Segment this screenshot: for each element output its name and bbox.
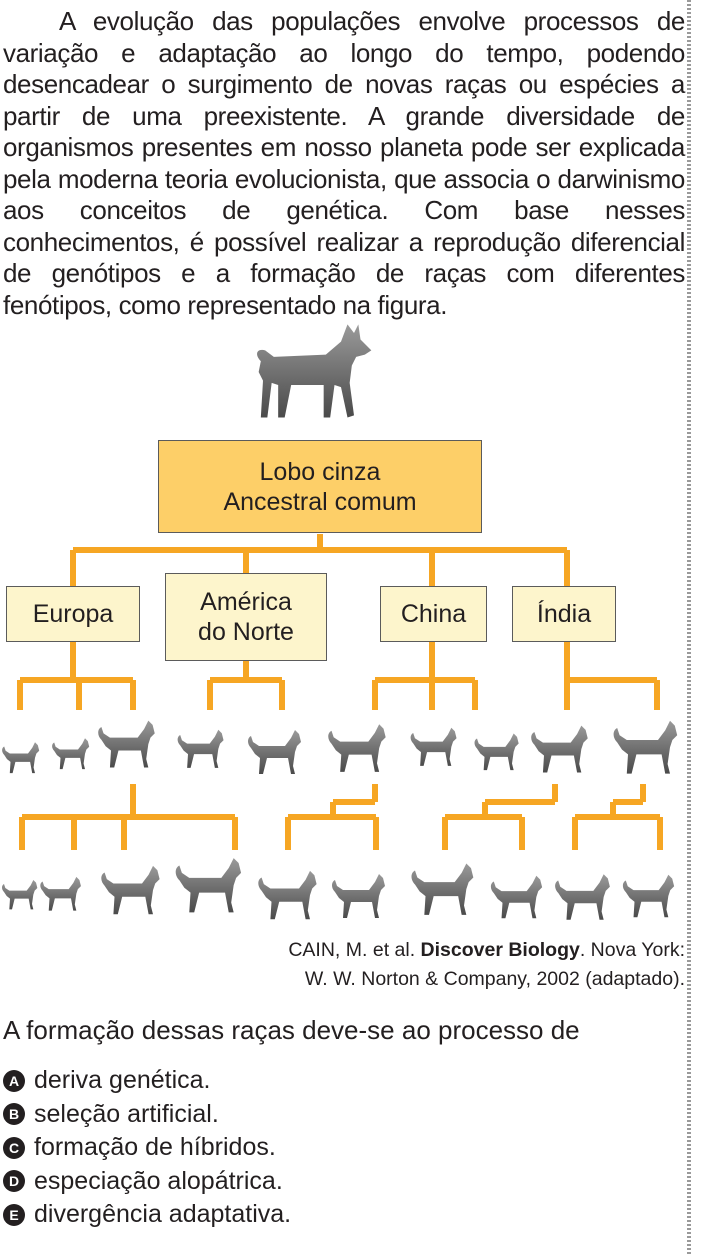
dog-breed-illustration-1 — [52, 738, 90, 770]
dog-breed-illustration-13 — [175, 858, 242, 913]
dog-breed-illustration-17 — [490, 875, 543, 919]
page-border-strip — [687, 0, 691, 1255]
dog-breed-illustration-6 — [410, 727, 457, 766]
dog-breed-illustration-15 — [332, 874, 385, 918]
option-text: seleção artificial. — [34, 1099, 219, 1128]
dog-breed-illustration-4 — [248, 730, 301, 774]
dog-breed-illustration-10 — [2, 880, 38, 910]
figure-source-citation: CAIN, M. et al. Discover Biology. Nova Y… — [85, 936, 685, 994]
source-authors: CAIN, M. et al. — [288, 939, 421, 961]
option-a[interactable]: A deriva genética. — [3, 1064, 291, 1098]
dog-breed-illustration-5 — [328, 724, 386, 772]
region-label: Índia — [536, 600, 592, 628]
option-text: formação de híbridos. — [34, 1133, 276, 1162]
dog-breed-illustration-14 — [258, 870, 317, 920]
option-letter-badge: E — [3, 1203, 25, 1226]
option-letter-badge: B — [3, 1103, 25, 1126]
dog-breed-tree-figure: Lobo cinza Ancestral comum Europa Améric… — [0, 310, 690, 930]
dog-breed-illustration-16 — [411, 863, 474, 915]
dog-breed-illustration-9 — [613, 720, 678, 774]
option-b[interactable]: B seleção artificial. — [3, 1098, 291, 1132]
dog-breed-illustration-0 — [2, 742, 40, 774]
option-letter-badge: A — [3, 1069, 25, 1092]
dog-breed-illustration-8 — [531, 725, 588, 773]
option-c[interactable]: C formação de híbridos. — [3, 1131, 291, 1165]
dog-breed-illustration-2 — [98, 720, 155, 768]
intro-paragraph: A evolução das populações envolve proces… — [3, 6, 685, 320]
region-box-india: Índia — [512, 586, 616, 642]
dog-breed-illustration-7 — [474, 733, 519, 771]
region-label: América — [200, 588, 292, 616]
option-letter-badge: C — [3, 1136, 25, 1159]
option-text: deriva genética. — [34, 1066, 211, 1095]
option-letter-badge: D — [3, 1170, 25, 1193]
dog-breed-illustration-18 — [555, 874, 610, 920]
source-publisher: W. W. Norton & Company, 2002 (adaptado). — [304, 968, 685, 990]
region-box-europa: Europa — [6, 586, 140, 642]
option-text: divergência adaptativa. — [34, 1200, 292, 1229]
root-line1: Lobo cinza — [259, 457, 381, 486]
dog-breed-illustration-3 — [177, 729, 224, 768]
dog-breed-illustration-19 — [622, 874, 675, 918]
answer-options: A deriva genética. B seleção artificial.… — [3, 1064, 291, 1232]
region-label: Europa — [32, 600, 114, 628]
region-box-america-do-norte: América do Norte — [165, 573, 327, 661]
source-place: . Nova York: — [579, 939, 685, 961]
question-stem: A formação dessas raças deve-se ao proce… — [3, 1015, 580, 1045]
tree-connectors — [2, 324, 678, 920]
dog-breed-illustration-12 — [101, 865, 160, 915]
dog-breed-illustration-11 — [40, 876, 81, 911]
option-text: especiação alopátrica. — [34, 1166, 283, 1195]
region-label: China — [400, 600, 467, 628]
region-box-china: China — [380, 586, 487, 642]
region-label-line2: do Norte — [198, 618, 294, 646]
source-title: Discover Biology — [420, 939, 580, 961]
option-e[interactable]: E divergência adaptativa. — [3, 1198, 291, 1232]
root-box-gray-wolf: Lobo cinza Ancestral comum — [158, 440, 482, 533]
option-d[interactable]: D especiação alopátrica. — [3, 1165, 291, 1199]
gray-wolf-illustration — [257, 324, 372, 418]
root-line2: Ancestral comum — [223, 487, 417, 516]
